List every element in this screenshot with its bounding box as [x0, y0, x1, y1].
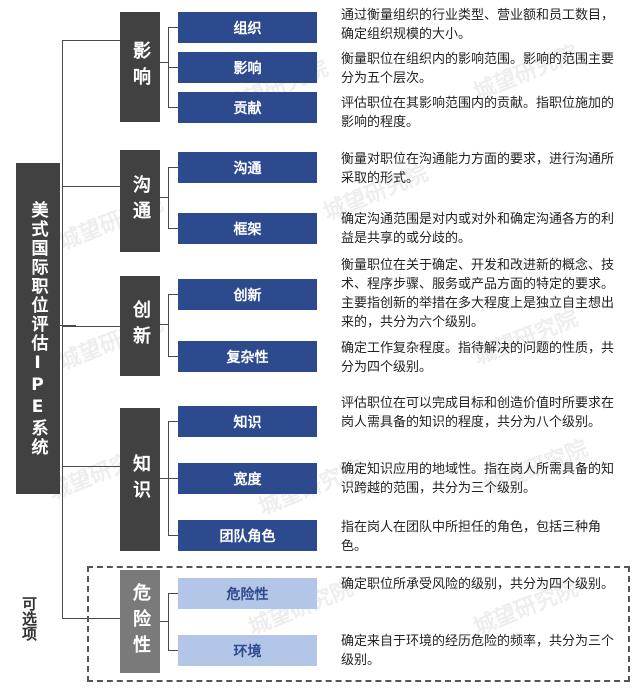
connector — [62, 40, 120, 41]
connector — [60, 325, 76, 326]
description-environment: 确定来自于环境的经历危险的频率，共分为三个级别。 — [341, 634, 615, 668]
connector — [168, 294, 178, 295]
category-label: 创新 — [130, 300, 151, 352]
optional-region — [87, 566, 630, 682]
subitem-environment: 环境 — [178, 635, 317, 666]
description-complexity: 确定工作复杂程度。指待解决的问题的性质，共分为四个级别。 — [341, 341, 615, 375]
connector — [168, 167, 169, 228]
subitem-complexity: 复杂性 — [178, 341, 317, 372]
category-communication: 沟通 — [120, 150, 160, 252]
subitem-innovation: 创新 — [178, 279, 317, 310]
connector — [168, 294, 169, 356]
category-label: 危险性 — [130, 582, 151, 661]
subitem-impact: 影响 — [178, 52, 317, 83]
connector — [62, 466, 120, 467]
description-contribution: 评估职位在其影响范围内的贡献。指职位施加的影响的程度。 — [341, 96, 615, 130]
connector — [62, 618, 120, 619]
connector — [168, 593, 169, 650]
connector — [160, 478, 168, 479]
category-risk: 危险性 — [120, 570, 160, 673]
subitem-risk: 危险性 — [178, 578, 317, 609]
description-breadth: 确定知识应用的地域性。指在岗人所需具备的知识跨越的范围，共分为三个级别。 — [341, 462, 615, 496]
connector — [168, 593, 178, 594]
subitem-team-role: 团队角色 — [178, 520, 317, 551]
description-risk: 确定职位所承受风险的级别，共分为四个级别。 — [341, 577, 615, 592]
description-knowledge: 评估职位在可以完成目标和创造价值时所要求在岗人需具备的知识的程度，共分为八个级别… — [341, 396, 615, 430]
root-node: 美式国际职位评估IPE系统 — [16, 163, 60, 494]
category-label: 沟通 — [130, 175, 151, 227]
connector — [160, 62, 168, 63]
connector — [62, 326, 120, 327]
connector — [168, 167, 178, 168]
connector — [168, 67, 178, 68]
subitem-contribution: 贡献 — [178, 92, 317, 123]
subitem-organization: 组织 — [178, 12, 317, 43]
root-label: 美式国际职位评估IPE系统 — [27, 200, 48, 457]
connector — [62, 186, 120, 187]
connector — [160, 621, 168, 622]
connector — [168, 107, 178, 108]
description-communication: 衡量对职位在沟通能力方面的要求，进行沟通所采取的形式。 — [341, 152, 615, 186]
category-label: 知识 — [130, 453, 151, 506]
category-innovation: 创新 — [120, 276, 160, 376]
description-innovation: 衡量职位在关于确定、开发和改进新的概念、技术、程序步骤、服务或产品方面的特定的要… — [341, 258, 615, 330]
subitem-breadth: 宽度 — [178, 463, 317, 494]
connector — [160, 197, 168, 198]
optional-label: 可选项 — [20, 596, 38, 641]
connector — [160, 324, 168, 325]
connector — [168, 228, 178, 229]
connector — [168, 478, 178, 479]
category-knowledge: 知识 — [120, 408, 160, 551]
subitem-communication: 沟通 — [178, 152, 317, 183]
subitem-frame: 框架 — [178, 213, 317, 244]
connector — [62, 40, 63, 618]
connector — [168, 356, 178, 357]
connector — [168, 535, 178, 536]
description-frame: 确定沟通范围是对内或对外和确定沟通各方的利益是共享的或分歧的。 — [341, 212, 615, 246]
description-team-role: 指在岗人在团队中所担任的角色，包括三种角色。 — [341, 520, 602, 554]
category-influence: 影响 — [120, 12, 160, 122]
description-organization: 通过衡量组织的行业类型、营业额和员工数目，确定组织规模的大小。 — [341, 8, 615, 42]
category-label: 影响 — [130, 41, 151, 93]
description-impact: 衡量职位在组织内的影响范围。影响的范围主要分为五个层次。 — [341, 52, 615, 86]
connector — [168, 421, 178, 422]
connector — [168, 650, 178, 651]
subitem-knowledge: 知识 — [178, 406, 317, 437]
connector — [168, 27, 178, 28]
